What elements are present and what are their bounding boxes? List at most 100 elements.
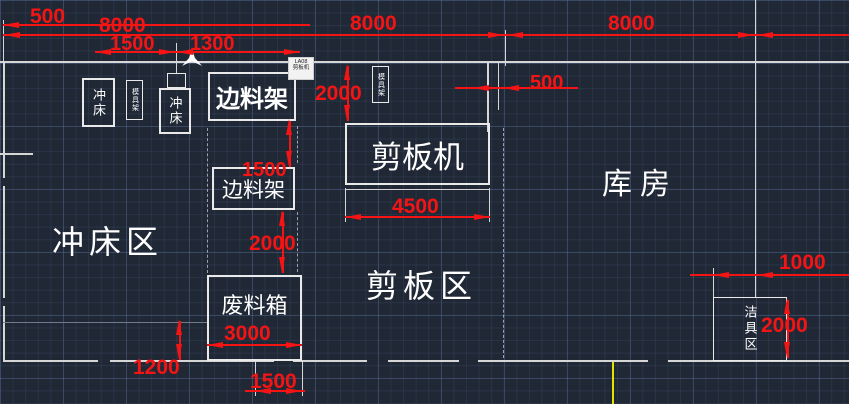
- machine-box-mold-rack-2[interactable]: 模具架: [372, 66, 389, 103]
- machine-box-punch-press-2[interactable]: 冲床: [159, 88, 191, 134]
- machine-label: 模具架: [377, 72, 385, 97]
- wall-bottom-seg: [3, 360, 98, 362]
- equipment-tag-badge[interactable]: LA08 剪板机: [288, 57, 314, 80]
- wall-left-seg: [3, 306, 5, 361]
- dim-line: [347, 66, 349, 121]
- wall-stub: [0, 153, 33, 155]
- extension-line: [713, 268, 714, 297]
- dim-arrow: [488, 32, 504, 38]
- dim-text-2000-cleaning[interactable]: 2000: [761, 314, 808, 337]
- extension-line: [505, 30, 506, 66]
- axis-line-yellow: [612, 362, 614, 404]
- dim-text-2000-shear[interactable]: 2000: [315, 82, 362, 105]
- dim-line: [245, 390, 305, 392]
- dim-arrow: [784, 298, 790, 314]
- dim-line: [3, 34, 849, 36]
- wall-stub: [487, 63, 489, 132]
- extension-line: [255, 361, 256, 396]
- area-divider-dashed: [297, 212, 298, 272]
- machine-box-shearing-machine[interactable]: 剪板机: [345, 123, 490, 185]
- dim-text-8000-3[interactable]: 8000: [608, 12, 655, 35]
- machine-label: 废料箱: [221, 293, 288, 318]
- dim-text-1000[interactable]: 1000: [779, 251, 826, 274]
- area-label-warehouse[interactable]: 库房: [602, 168, 678, 201]
- dim-text-500-mid[interactable]: 500: [530, 72, 564, 94]
- dim-arrow: [344, 64, 350, 80]
- dim-arrow: [757, 32, 773, 38]
- equipment-tag-line2: 剪板机: [292, 65, 310, 72]
- dim-arrow: [474, 214, 490, 220]
- dim-arrow: [207, 342, 223, 348]
- machine-box-edge-rack-2[interactable]: 边料架: [212, 167, 295, 210]
- wall-bottom-seg: [293, 360, 367, 362]
- dim-line: [207, 344, 302, 346]
- dim-arrow: [503, 85, 519, 91]
- machine-label: 剪板机: [371, 139, 464, 175]
- dim-line: [787, 300, 789, 358]
- dim-arrow: [159, 49, 175, 55]
- dim-text-1500-racks[interactable]: 1500: [242, 159, 287, 181]
- star-marker-icon: [182, 50, 202, 72]
- wall-top: [0, 61, 849, 63]
- wall-bottom-seg: [478, 360, 648, 362]
- area-divider-dashed: [297, 126, 298, 163]
- dim-arrow: [286, 342, 302, 348]
- dim-arrow: [757, 272, 773, 278]
- machine-label: 边料架: [222, 178, 285, 202]
- dim-arrow: [4, 32, 20, 38]
- wall-bottom-seg: [110, 360, 274, 362]
- extension-line: [489, 188, 490, 222]
- dim-text-4500[interactable]: 4500: [392, 195, 439, 218]
- dim-text-1500-bottom[interactable]: 1500: [250, 370, 297, 393]
- dim-arrow: [279, 210, 285, 226]
- dim-line: [95, 51, 300, 53]
- dim-arrow: [286, 151, 292, 167]
- guide-line: [3, 322, 207, 323]
- dim-line: [289, 121, 291, 167]
- area-label-shearing-area[interactable]: 剪板区: [366, 268, 478, 304]
- dim-line: [179, 321, 181, 360]
- machine-box-punch-die-holder[interactable]: [167, 73, 186, 88]
- machine-box-mold-rack-1[interactable]: 模具架: [126, 80, 143, 120]
- machine-box-edge-rack-1[interactable]: 边料架: [208, 72, 296, 121]
- shear-base-line: [345, 189, 490, 190]
- area-divider-dashed: [207, 128, 208, 273]
- dim-arrow: [3, 22, 19, 28]
- dim-text-1500-top[interactable]: 1500: [110, 33, 155, 55]
- dim-text-1300[interactable]: 1300: [190, 33, 235, 55]
- dim-arrow: [95, 49, 111, 55]
- area-divider-dashed: [503, 128, 504, 358]
- dim-text-2000-scrap[interactable]: 2000: [249, 232, 296, 255]
- dim-arrow: [738, 32, 754, 38]
- machine-label: 边料架: [216, 86, 288, 113]
- area-box-cleaning-area[interactable]: 洁具区: [713, 297, 787, 361]
- extension-line: [176, 43, 177, 73]
- extension-line: [302, 361, 303, 396]
- dim-arrow: [177, 49, 193, 55]
- wall-bottom-seg: [668, 360, 849, 362]
- machine-label: 冲床: [167, 96, 183, 126]
- wall-left-seg: [3, 63, 5, 178]
- dim-text-1200[interactable]: 1200: [133, 356, 180, 379]
- extension-line: [755, 0, 756, 297]
- dim-text-8000-1[interactable]: 8000: [99, 14, 146, 37]
- dim-arrow: [344, 105, 350, 121]
- machine-box-punch-press-1[interactable]: 冲床: [82, 78, 115, 127]
- dim-line: [3, 24, 310, 26]
- dim-arrow: [176, 344, 182, 360]
- dim-line: [282, 212, 284, 273]
- dim-arrow: [279, 257, 285, 273]
- dim-arrow: [345, 214, 361, 220]
- dim-text-3000[interactable]: 3000: [224, 322, 271, 345]
- dim-text-500-top[interactable]: 500: [30, 5, 66, 28]
- dim-text-8000-2[interactable]: 8000: [350, 12, 397, 35]
- area-label-punch-area[interactable]: 冲床区: [52, 224, 164, 260]
- wall-stub: [498, 63, 499, 110]
- machine-label: 模具架: [131, 88, 139, 112]
- machine-box-scrap-box[interactable]: 废料箱: [207, 275, 302, 361]
- dim-arrow: [784, 342, 790, 358]
- dim-arrow: [473, 85, 489, 91]
- dim-arrow: [255, 388, 271, 394]
- extension-line: [3, 20, 4, 63]
